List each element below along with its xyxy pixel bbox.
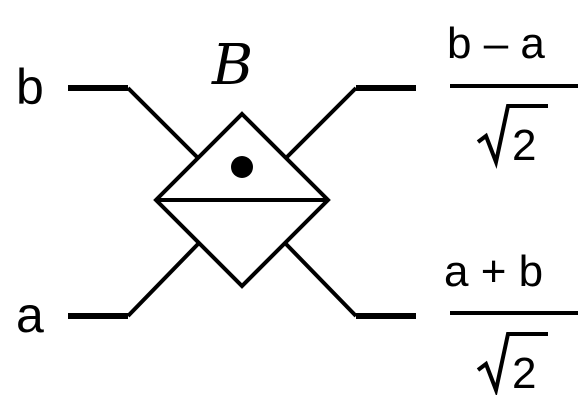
splitter-dot <box>231 156 253 178</box>
splitter-diamond <box>153 111 331 289</box>
output-bottom-denominator: 2 <box>512 349 536 395</box>
input-label-b: b <box>16 59 44 115</box>
beam-splitter <box>153 111 331 289</box>
input-wire-top <box>68 85 200 160</box>
output-wire-top <box>284 85 416 160</box>
output-top-numerator: b – a <box>447 19 545 68</box>
output-bottom-fraction: a + b 2 <box>444 247 578 395</box>
output-top-sqrt-icon <box>476 104 548 169</box>
input-label-a: a <box>16 287 44 343</box>
output-top-denominator: 2 <box>512 121 536 170</box>
output-top-fraction: b – a 2 <box>447 19 578 170</box>
splitter-title: B <box>211 33 253 98</box>
output-wire-bottom <box>284 242 416 319</box>
input-wire-bottom <box>68 242 200 319</box>
output-bottom-numerator: a + b <box>444 247 543 296</box>
output-bottom-sqrt-icon <box>476 332 548 395</box>
